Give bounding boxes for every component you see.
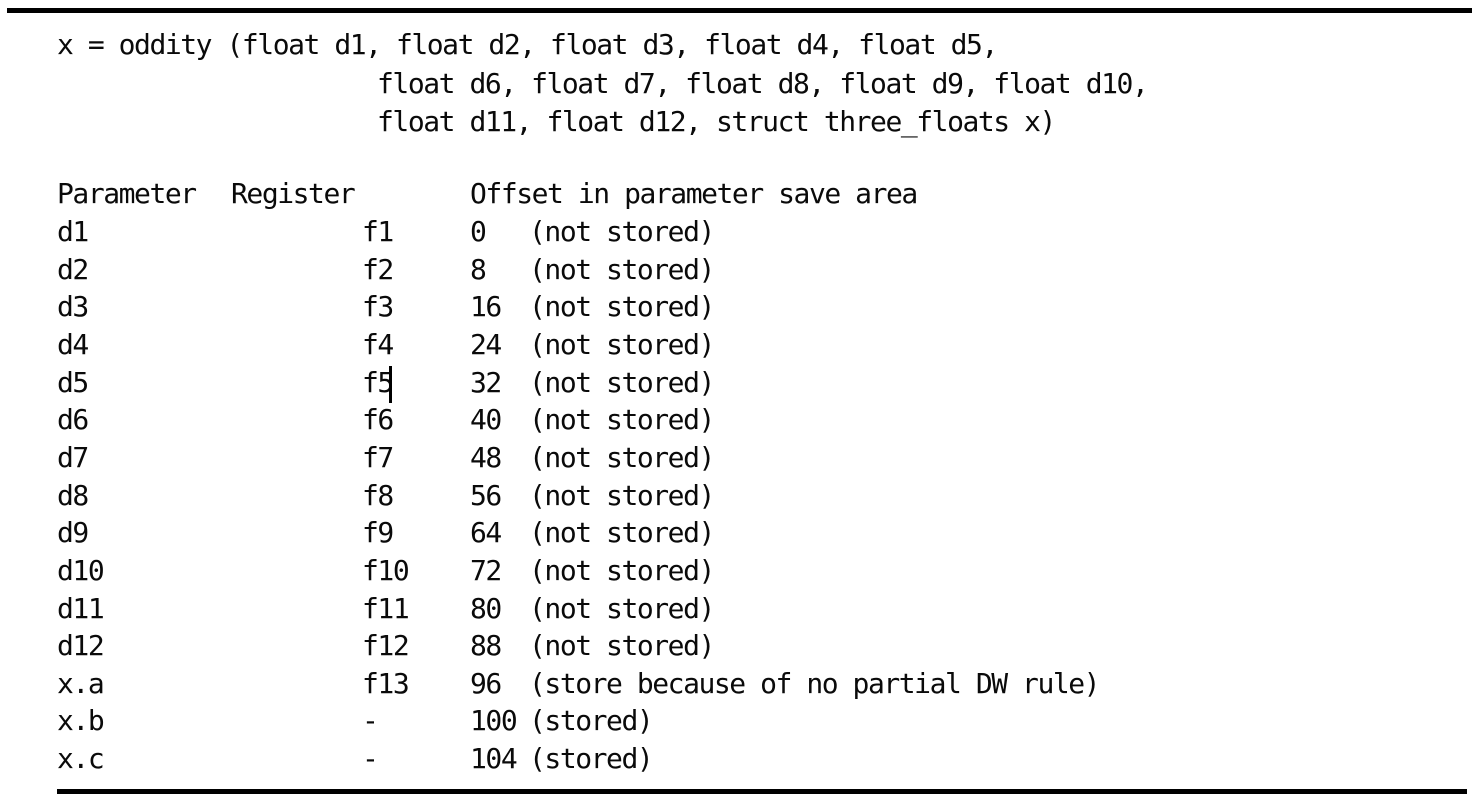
table-row: d12 f12 88 (not stored) <box>0 627 1481 665</box>
figure-bottom-rule <box>57 789 1467 794</box>
register-cell: f12 <box>362 629 410 662</box>
table-row: d6 f6 40 (not stored) <box>0 401 1481 439</box>
register-cell: - <box>362 742 379 775</box>
register-cell: f5 <box>362 366 394 399</box>
register-cell: f2 <box>362 253 394 286</box>
param-cell: d12 <box>57 629 105 662</box>
param-cell: d6 <box>57 403 89 436</box>
register-cell: f11 <box>362 592 410 625</box>
note-cell: (stored) <box>529 742 654 775</box>
note-cell: (not stored) <box>529 403 715 436</box>
table-row: d4 f4 24 (not stored) <box>0 326 1481 364</box>
param-cell: d3 <box>57 290 89 323</box>
param-cell: x.c <box>57 742 105 775</box>
offset-cell: 48 <box>470 441 502 474</box>
figure-top-rule <box>7 8 1472 13</box>
register-cell: f3 <box>362 290 394 323</box>
register-cell: f13 <box>362 667 410 700</box>
register-cell: f7 <box>362 441 394 474</box>
table-row: d8 f8 56 (not stored) <box>0 477 1481 515</box>
table-row: d3 f3 16 (not stored) <box>0 288 1481 326</box>
header-register: Register <box>231 177 356 210</box>
param-cell: d10 <box>57 554 105 587</box>
register-cell: - <box>362 704 379 737</box>
offset-cell: 0 <box>470 215 487 248</box>
param-cell: d2 <box>57 253 89 286</box>
text-cursor-caret <box>389 366 392 403</box>
note-cell: (store because of no partial DW rule) <box>529 667 1101 700</box>
register-cell: f1 <box>362 215 394 248</box>
table-row: d2 f2 8 (not stored) <box>0 251 1481 289</box>
offset-cell: 32 <box>470 366 502 399</box>
param-cell: d7 <box>57 441 89 474</box>
note-cell: (not stored) <box>529 290 715 323</box>
param-cell: x.a <box>57 667 105 700</box>
offset-cell: 100 <box>470 704 518 737</box>
offset-cell: 64 <box>470 516 502 549</box>
param-cell: d9 <box>57 516 89 549</box>
note-cell: (not stored) <box>529 215 715 248</box>
note-cell: (not stored) <box>529 554 715 587</box>
offset-cell: 40 <box>470 403 502 436</box>
note-cell: (not stored) <box>529 592 715 625</box>
offset-cell: 104 <box>470 742 518 775</box>
note-cell: (not stored) <box>529 366 715 399</box>
param-cell: d1 <box>57 215 89 248</box>
param-cell: d5 <box>57 366 89 399</box>
header-offset: Offset in parameter save area <box>470 177 918 210</box>
param-cell: d4 <box>57 328 89 361</box>
note-cell: (stored) <box>529 704 654 737</box>
offset-cell: 96 <box>470 667 502 700</box>
table-row: d1 f1 0 (not stored) <box>0 213 1481 251</box>
register-cell: f8 <box>362 479 394 512</box>
offset-cell: 16 <box>470 290 502 323</box>
register-cell: f6 <box>362 403 394 436</box>
note-cell: (not stored) <box>529 253 715 286</box>
note-cell: (not stored) <box>529 441 715 474</box>
code-line-1: x = oddity (float d1, float d2, float d3… <box>57 28 998 61</box>
table-row: x.b - 100 (stored) <box>0 702 1481 740</box>
offset-cell: 80 <box>470 592 502 625</box>
param-cell: d8 <box>57 479 89 512</box>
register-cell: f4 <box>362 328 394 361</box>
table-row: d7 f7 48 (not stored) <box>0 439 1481 477</box>
param-cell: d11 <box>57 592 105 625</box>
code-line-3: float d11, float d12, struct three_float… <box>377 105 1056 138</box>
offset-cell: 56 <box>470 479 502 512</box>
table-row: d11 f11 80 (not stored) <box>0 590 1481 628</box>
param-cell: x.b <box>57 704 105 737</box>
offset-cell: 72 <box>470 554 502 587</box>
table-row: d9 f9 64 (not stored) <box>0 514 1481 552</box>
table-row: d10 f10 72 (not stored) <box>0 552 1481 590</box>
register-cell: f9 <box>362 516 394 549</box>
note-cell: (not stored) <box>529 629 715 662</box>
table-row: d5 f5 32 (not stored) <box>0 364 1481 402</box>
header-parameter: Parameter <box>57 177 197 210</box>
table-row: x.a f13 96 (store because of no partial … <box>0 665 1481 703</box>
table-header-row: Parameter Register Offset in parameter s… <box>0 175 1481 213</box>
table-row: x.c - 104 (stored) <box>0 740 1481 778</box>
offset-cell: 88 <box>470 629 502 662</box>
note-cell: (not stored) <box>529 516 715 549</box>
offset-cell: 8 <box>470 253 487 286</box>
offset-cell: 24 <box>470 328 502 361</box>
register-cell: f10 <box>362 554 410 587</box>
note-cell: (not stored) <box>529 479 715 512</box>
note-cell: (not stored) <box>529 328 715 361</box>
code-line-2: float d6, float d7, float d8, float d9, … <box>377 67 1149 100</box>
